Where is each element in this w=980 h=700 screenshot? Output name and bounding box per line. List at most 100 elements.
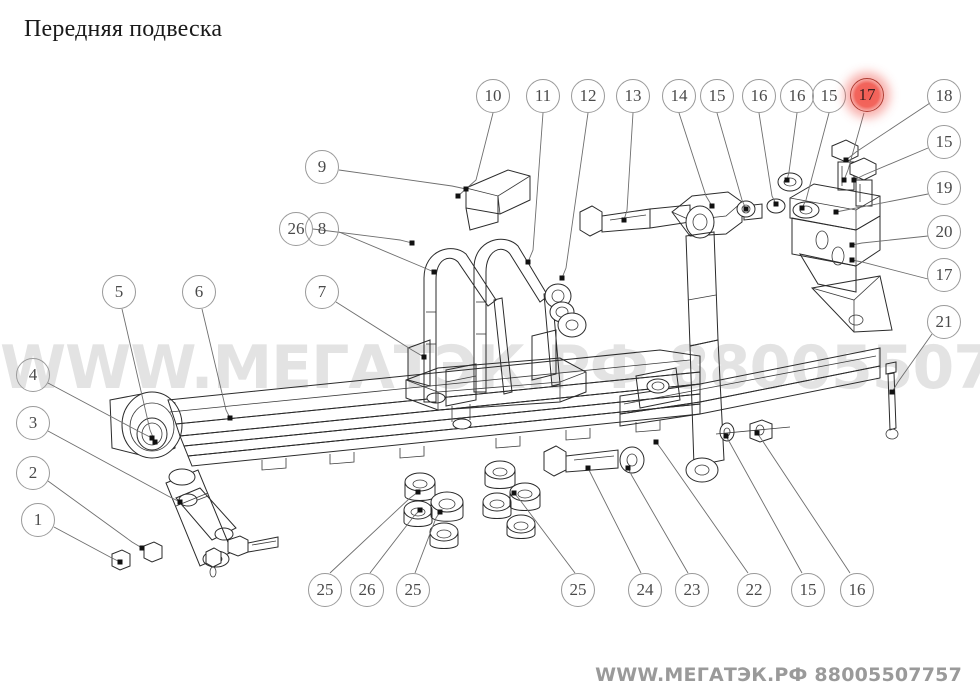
leader-endpoint-dot — [709, 203, 715, 209]
lower-left-fasteners — [111, 535, 279, 578]
callout-25[interactable]: 25 — [396, 573, 430, 607]
leader-endpoint-dot — [849, 242, 855, 248]
callout-26[interactable]: 26 — [350, 573, 384, 607]
footer-contact: WWW.МЕГАТЭК.РФ 88005507757 — [595, 664, 962, 686]
leader-line — [53, 526, 121, 563]
leader-line — [623, 112, 634, 221]
leader-line — [853, 147, 929, 181]
leader-endpoint-dot — [117, 559, 123, 565]
callout-15[interactable]: 15 — [927, 125, 961, 159]
callout-11[interactable]: 11 — [526, 79, 560, 113]
leader-endpoint-dot — [455, 193, 461, 199]
leader-endpoint-dot — [525, 259, 531, 265]
leader-endpoint-dot — [152, 439, 158, 445]
callout-15[interactable]: 15 — [700, 79, 734, 113]
top-cover-plate — [465, 169, 531, 231]
leader-endpoint-dot — [889, 389, 895, 395]
callout-22[interactable]: 22 — [737, 573, 771, 607]
callout-23[interactable]: 23 — [675, 573, 709, 607]
callout-7[interactable]: 7 — [305, 275, 339, 309]
callout-20[interactable]: 20 — [927, 215, 961, 249]
leader-line — [587, 467, 642, 574]
fastener-cluster-centre — [403, 460, 541, 549]
leader-line — [843, 112, 865, 181]
hex-bolt-upper — [579, 204, 691, 237]
callout-13[interactable]: 13 — [616, 79, 650, 113]
callout-12[interactable]: 12 — [571, 79, 605, 113]
callout-21[interactable]: 21 — [927, 305, 961, 339]
leader-endpoint-dot — [723, 433, 729, 439]
callout-2[interactable]: 2 — [16, 456, 50, 490]
leader-line — [716, 112, 747, 210]
leader-endpoint-dot — [773, 201, 779, 207]
leader-endpoint-dot — [743, 206, 749, 212]
leader-line — [338, 231, 435, 273]
callout-5[interactable]: 5 — [102, 275, 136, 309]
leader-endpoint-dot — [833, 209, 839, 215]
leader-line — [756, 432, 851, 574]
leader-line — [201, 308, 231, 419]
callout-14[interactable]: 14 — [662, 79, 696, 113]
leader-endpoint-dot — [437, 509, 443, 515]
callout-3[interactable]: 3 — [16, 406, 50, 440]
leader-endpoint-dot — [421, 354, 427, 360]
leader-line — [335, 301, 425, 358]
leader-line — [329, 491, 419, 574]
spring-seat-plate — [405, 329, 587, 430]
leader-endpoint-dot — [849, 257, 855, 263]
callout-1[interactable]: 1 — [21, 503, 55, 537]
callout-25[interactable]: 25 — [308, 573, 342, 607]
axle-beam — [619, 347, 881, 427]
leader-endpoint-dot — [177, 499, 183, 505]
leader-line — [47, 480, 143, 549]
callout-25[interactable]: 25 — [561, 573, 595, 607]
leader-line — [851, 235, 929, 246]
leader-line — [845, 102, 931, 161]
leader-endpoint-dot — [417, 507, 423, 513]
leader-line — [369, 509, 421, 574]
callout-8[interactable]: 8 — [305, 212, 339, 246]
leader-endpoint-dot — [227, 415, 233, 421]
leader-endpoint-dot — [621, 217, 627, 223]
leader-line — [312, 228, 413, 244]
leader-endpoint-dot — [851, 177, 857, 183]
leader-endpoint-dot — [463, 186, 469, 192]
callout-16[interactable]: 16 — [780, 79, 814, 113]
washer-stack-centre — [544, 283, 587, 338]
callout-16[interactable]: 16 — [742, 79, 776, 113]
leader-endpoint-dot — [139, 545, 145, 551]
leader-endpoint-dot — [149, 435, 155, 441]
callout-17[interactable]: 17 — [927, 258, 961, 292]
leader-line — [725, 435, 803, 574]
leader-line — [414, 511, 441, 574]
leader-endpoint-dot — [511, 490, 517, 496]
mounting-bracket-right — [736, 139, 899, 440]
leader-endpoint-dot — [799, 205, 805, 211]
callout-9[interactable]: 9 — [305, 150, 339, 184]
shock-absorber-front — [165, 468, 233, 568]
leader-endpoint-dot — [841, 177, 847, 183]
callout-15[interactable]: 15 — [812, 79, 846, 113]
leader-line — [338, 169, 467, 190]
callout-24[interactable]: 24 — [628, 573, 662, 607]
callout-4[interactable]: 4 — [16, 358, 50, 392]
callout-15[interactable]: 15 — [791, 573, 825, 607]
callout-18[interactable]: 18 — [927, 79, 961, 113]
callout-16[interactable]: 16 — [840, 573, 874, 607]
leader-endpoint-dot — [431, 269, 437, 275]
callout-10[interactable]: 10 — [476, 79, 510, 113]
callout-6[interactable]: 6 — [182, 275, 216, 309]
leader-line — [527, 112, 544, 263]
leader-endpoint-dot — [754, 430, 760, 436]
leader-endpoint-dot — [625, 465, 631, 471]
leader-endpoint-dot — [409, 240, 415, 246]
leader-line — [801, 112, 830, 209]
leader-line — [851, 259, 929, 280]
callout-19[interactable]: 19 — [927, 171, 961, 205]
leaf-spring-assembly — [109, 349, 701, 471]
hex-bolt-lower — [543, 445, 645, 477]
leader-line — [47, 430, 181, 503]
callout-17-highlighted[interactable]: 17 — [850, 78, 884, 112]
